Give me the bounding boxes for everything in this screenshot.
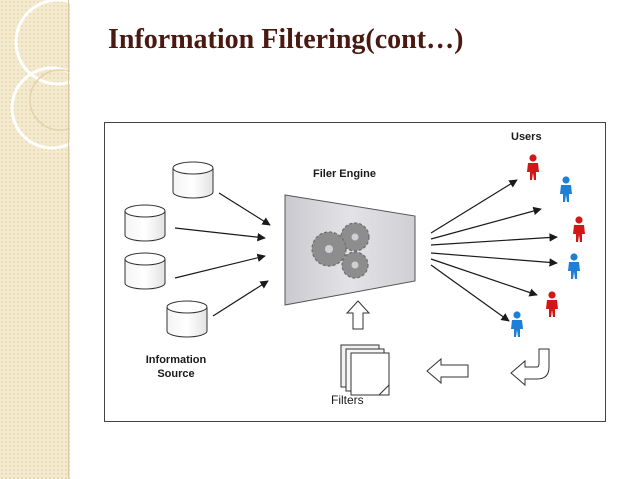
arrow-icon	[430, 252, 558, 267]
slide-title: Information Filtering(cont…)	[108, 24, 464, 55]
information-source-label-line1: Information	[145, 354, 207, 366]
arrow-icon	[212, 280, 269, 317]
decorative-sidebar	[0, 0, 70, 479]
arrow-icon	[174, 253, 266, 279]
arrow-icon	[430, 206, 542, 240]
user-icon	[527, 154, 539, 180]
arrow-icon	[430, 179, 518, 234]
database-icon	[124, 252, 166, 290]
user-icon	[546, 291, 558, 317]
curved-arrow-icon	[510, 348, 550, 387]
sidebar-divider	[68, 0, 69, 479]
arrow-icon	[218, 192, 271, 226]
information-filtering-diagram: Users Filer Engine Information Source Fi…	[104, 122, 606, 422]
users-label: Users	[511, 131, 542, 143]
left-arrow-icon	[426, 357, 469, 385]
decorative-circles-icon	[10, 0, 70, 150]
information-source-label-line2: Source	[157, 368, 195, 380]
filters-documents-icon	[340, 344, 390, 396]
up-arrow-icon	[345, 300, 371, 330]
filter-engine-label: Filer Engine	[313, 168, 376, 180]
database-icon	[124, 204, 166, 242]
diagram-canvas	[124, 154, 585, 396]
arrow-icon	[430, 264, 510, 322]
arrow-icon	[430, 258, 538, 297]
user-icon	[560, 176, 572, 202]
user-icon	[568, 253, 580, 279]
arrow-icon	[430, 233, 558, 246]
arrow-icon	[174, 227, 266, 242]
user-icon	[573, 216, 585, 242]
user-icon	[511, 311, 523, 337]
database-icon	[172, 161, 214, 199]
database-icon	[166, 300, 208, 338]
filters-label: Filters	[331, 393, 364, 407]
